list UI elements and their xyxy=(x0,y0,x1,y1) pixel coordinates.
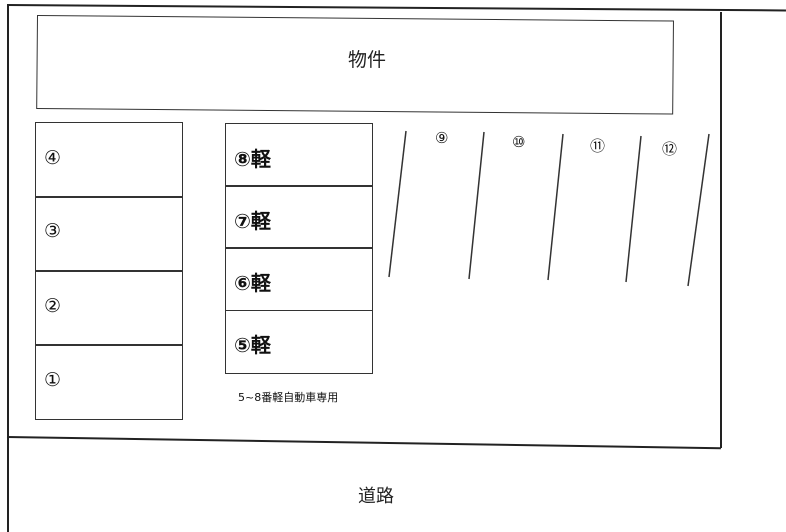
parking-slot-5[interactable] xyxy=(225,310,373,374)
building-label: 物件 xyxy=(348,49,387,71)
parking-slot-8[interactable] xyxy=(225,123,373,187)
slot-label-2: ② xyxy=(44,295,62,317)
slot-label-12: ⑫ xyxy=(662,140,678,158)
kei-only-note: 5~8番軽自動車専用 xyxy=(238,391,339,404)
lot-left-border xyxy=(7,4,9,532)
parking-slot-2[interactable] xyxy=(35,270,183,346)
lot-bottom-border xyxy=(6,436,721,449)
slot-label-3: ③ xyxy=(44,220,62,242)
parking-slot-7[interactable] xyxy=(225,185,373,249)
slot-label-6: ⑥軽 xyxy=(234,271,271,295)
slot-label-4: ④ xyxy=(44,147,62,169)
parking-slot-3[interactable] xyxy=(35,196,183,272)
lot-top-border xyxy=(6,4,786,11)
parking-slot-1[interactable] xyxy=(35,344,183,420)
parking-slot-4[interactable] xyxy=(35,122,183,198)
road-label: 道路 xyxy=(358,486,394,507)
slot-label-5: ⑤軽 xyxy=(234,333,271,357)
lot-right-border xyxy=(720,12,722,448)
slot-label-9: ⑨ xyxy=(435,129,449,147)
slot-label-1: ① xyxy=(44,369,62,391)
slot-label-10: ⑩ xyxy=(512,133,526,151)
slot-label-11: ⑪ xyxy=(590,137,606,155)
slot-label-8: ⑧軽 xyxy=(234,147,271,171)
slot-label-7: ⑦軽 xyxy=(234,209,271,233)
